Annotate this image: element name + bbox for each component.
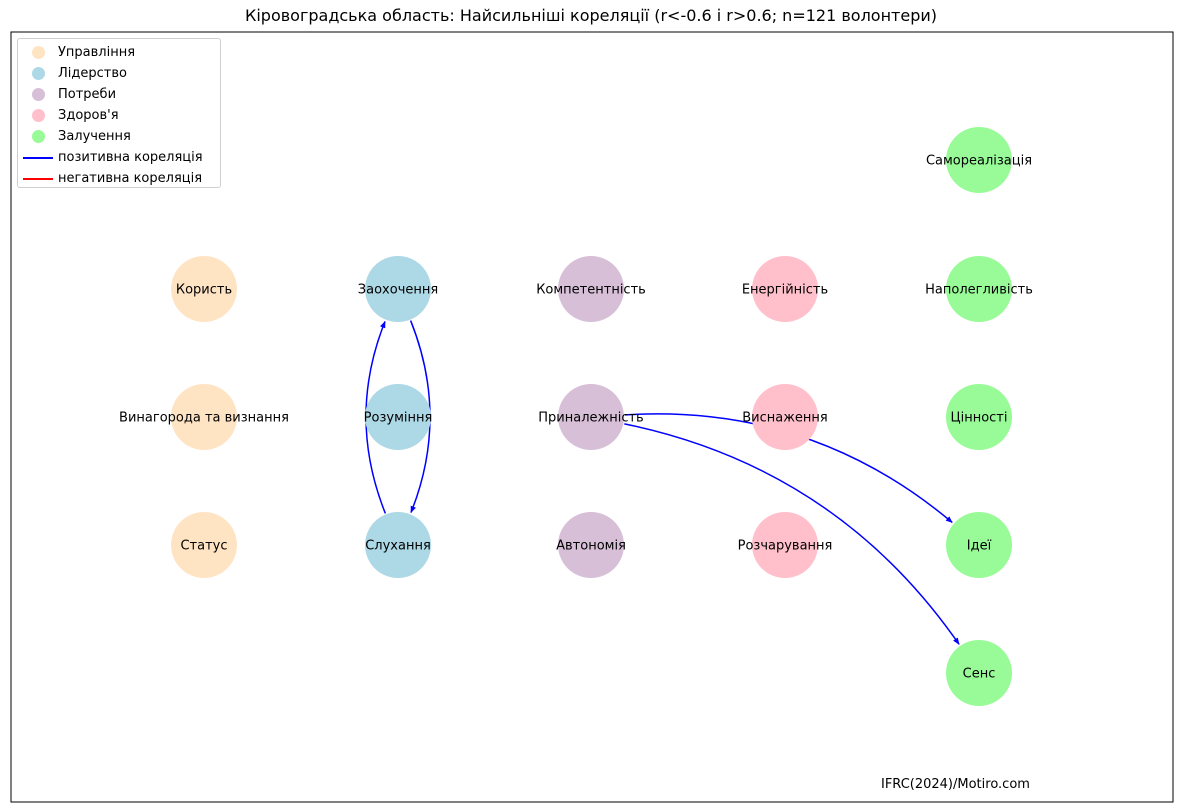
node-enerhiinist: Енергійність bbox=[742, 256, 828, 322]
node-label: Сенс bbox=[963, 667, 996, 682]
node-samorealizatsiia: Самореалізація bbox=[926, 127, 1032, 193]
legend-dot-icon bbox=[31, 46, 45, 59]
legend-item-engagement: Залучення bbox=[18, 126, 220, 147]
node-label: Приналежність bbox=[538, 411, 643, 426]
legend-item-health: Здоров'я bbox=[18, 105, 220, 126]
node-kompetentnist: Компетентність bbox=[536, 256, 646, 322]
node-label: Статус bbox=[180, 539, 227, 554]
node-label: Ідеї bbox=[967, 539, 992, 554]
node-idei: Ідеї bbox=[946, 512, 1012, 578]
plot-frame bbox=[10, 31, 1174, 803]
edge-prynalezhnist-sens bbox=[624, 423, 960, 645]
legend-label: Залучення bbox=[58, 129, 131, 144]
node-label: Винагорода та визнання bbox=[119, 411, 289, 426]
node-circle bbox=[171, 384, 237, 450]
node-circle bbox=[752, 256, 818, 322]
node-korist: Користь bbox=[171, 256, 237, 322]
node-circle bbox=[752, 384, 818, 450]
node-napolehlyvist: Наполегливість bbox=[925, 256, 1033, 322]
node-circle bbox=[946, 384, 1012, 450]
node-zaokhochennia: Заохочення bbox=[358, 256, 438, 322]
node-circle bbox=[946, 640, 1012, 706]
legend-dot-icon bbox=[31, 109, 45, 122]
edges-layer bbox=[365, 320, 960, 645]
node-circle bbox=[365, 512, 431, 578]
node-circle bbox=[946, 256, 1012, 322]
node-label: Користь bbox=[176, 283, 232, 298]
node-circle bbox=[558, 256, 624, 322]
chart-title: Кіровоградська область: Найсильніші коре… bbox=[244, 6, 938, 25]
legend-item-management: Управління bbox=[18, 42, 220, 63]
node-label: Цінності bbox=[951, 411, 1008, 426]
node-tsinnosti: Цінності bbox=[946, 384, 1012, 450]
node-label: Розчарування bbox=[738, 539, 833, 554]
node-vynagoroda: Винагорода та визнання bbox=[119, 384, 289, 450]
node-circle bbox=[365, 256, 431, 322]
legend-label: позитивна кореляція bbox=[58, 150, 203, 165]
node-circle bbox=[171, 256, 237, 322]
legend-label: негативна кореляція bbox=[58, 171, 203, 186]
node-rozuminnia: Розуміння bbox=[364, 384, 433, 450]
node-circle bbox=[946, 127, 1012, 193]
legend-dot-icon bbox=[31, 88, 45, 101]
legend-item-positive-correlation: позитивна кореляція bbox=[18, 147, 220, 168]
legend-item-needs: Потреби bbox=[18, 84, 220, 105]
node-circle bbox=[558, 512, 624, 578]
node-slukhannia: Слухання bbox=[365, 512, 431, 578]
node-avtonomiia: Автономія bbox=[556, 512, 626, 578]
legend-dot-icon bbox=[31, 67, 45, 80]
node-circle bbox=[558, 384, 624, 450]
legend-label: Здоров'я bbox=[58, 108, 119, 123]
node-label: Автономія bbox=[556, 539, 626, 554]
legend-item-leadership: Лідерство bbox=[18, 63, 220, 84]
legend-label: Лідерство bbox=[58, 66, 127, 81]
node-label: Виснаження bbox=[742, 411, 828, 426]
legend-item-negative-correlation: негативна кореляція bbox=[18, 168, 220, 189]
credit-text: IFRC(2024)/Motiro.com bbox=[881, 777, 1030, 792]
legend-dot-icon bbox=[31, 130, 45, 143]
legend-line-icon bbox=[23, 156, 53, 159]
node-label: Наполегливість bbox=[925, 283, 1033, 298]
node-status: Статус bbox=[171, 512, 237, 578]
node-label: Компетентність bbox=[536, 283, 646, 298]
node-circle bbox=[752, 512, 818, 578]
node-rozcharuvannia: Розчарування bbox=[738, 512, 833, 578]
legend: Управління Лідерство Потреби Здоров'я За… bbox=[17, 38, 221, 188]
node-label: Слухання bbox=[365, 539, 431, 554]
legend-label: Управління bbox=[58, 45, 136, 60]
node-label: Розуміння bbox=[364, 411, 433, 426]
node-circle bbox=[171, 512, 237, 578]
node-circle bbox=[946, 512, 1012, 578]
node-label: Заохочення bbox=[358, 283, 438, 298]
node-label: Самореалізація bbox=[926, 154, 1032, 169]
node-sens: Сенс bbox=[946, 640, 1012, 706]
node-label: Енергійність bbox=[742, 283, 828, 298]
node-prynalezhnist: Приналежність bbox=[538, 384, 644, 450]
legend-line-icon bbox=[23, 177, 53, 180]
node-vysnazhennia: Виснаження bbox=[742, 384, 828, 450]
legend-label: Потреби bbox=[58, 87, 117, 102]
node-circle bbox=[365, 384, 431, 450]
